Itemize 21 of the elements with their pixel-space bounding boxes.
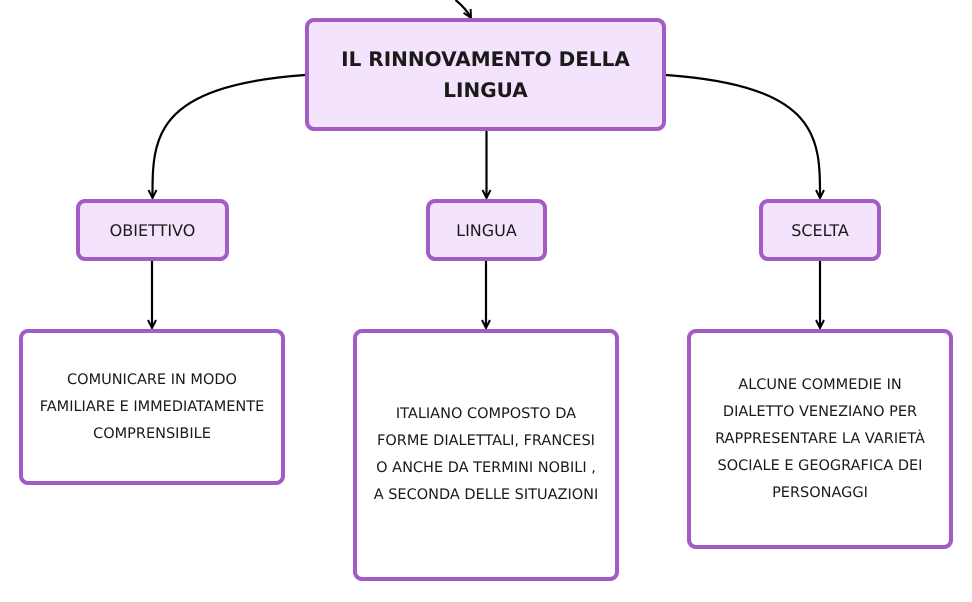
title-box xyxy=(305,18,666,131)
arrow xyxy=(482,131,492,199)
topic-box xyxy=(426,199,547,261)
description-box xyxy=(353,329,619,581)
arrow xyxy=(481,261,491,329)
box-text: OBIETTIVO xyxy=(110,220,196,240)
description-box xyxy=(19,329,285,485)
box-text: ITALIANO COMPOSTO DA FORME DIALETTALI, FRANCESI O ANCHE DA TERMINI NOBILI , A SECONDA DELLE SITUAZIONI xyxy=(372,405,600,505)
arrow xyxy=(147,261,157,329)
arrow xyxy=(815,261,825,329)
topic-box xyxy=(759,199,881,261)
box-text: ALCUNE COMMEDIE IN DIALETTO VENEZIANO PER RAPPRESENTARE LA VARIETÀ SOCIALE E GEOGRAFICA DEI PERSONAGGI xyxy=(714,376,926,502)
box-text: COMUNICARE IN MODO FAMILIARE E IMMEDIATAMENTE COMPRENSIBILE xyxy=(38,370,266,444)
arrow xyxy=(666,74,825,199)
box-text: SCELTA xyxy=(791,220,849,240)
arrow xyxy=(148,74,306,199)
arrow xyxy=(454,0,472,19)
description-box xyxy=(687,329,953,549)
topic-box xyxy=(76,199,229,261)
box-text: IL RINNOVAMENTO DELLA LINGUA xyxy=(340,46,631,104)
box-text: LINGUA xyxy=(456,220,517,240)
